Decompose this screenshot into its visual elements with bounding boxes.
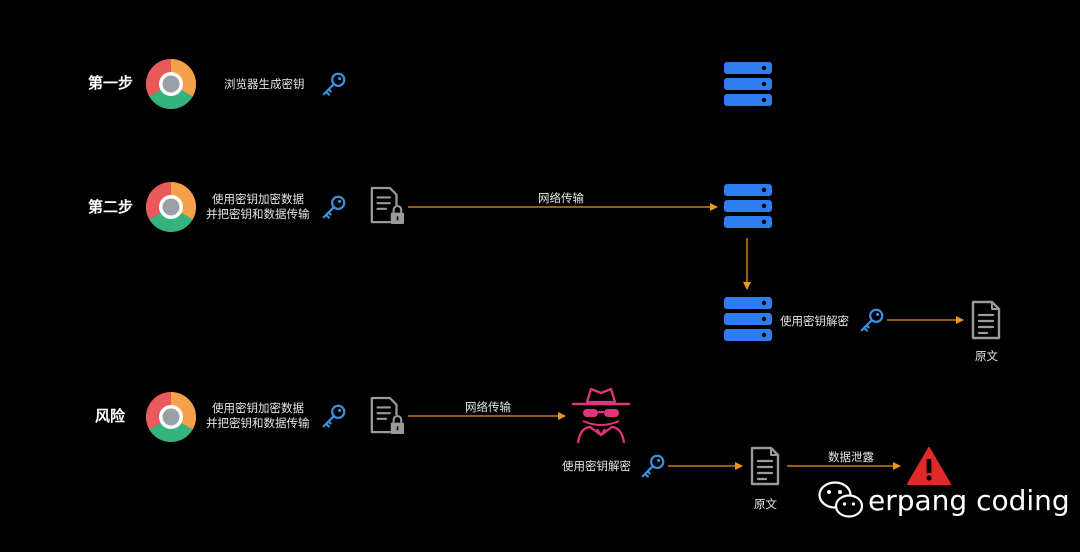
risk-action-line1: 使用密钥加密数据: [212, 401, 304, 415]
key-icon: [641, 454, 665, 478]
step2-label: 第二步: [88, 198, 133, 216]
key-icon: [322, 195, 346, 219]
leak-text: 数据泄露: [828, 450, 874, 464]
warning-icon: [907, 447, 951, 485]
step1-label: 第一步: [88, 74, 133, 92]
key-icon: [860, 308, 884, 332]
server-icon: [724, 184, 772, 228]
step1-action-text: 浏览器生成密钥: [224, 77, 305, 91]
transfer-text: 网络传输: [465, 400, 511, 414]
locked-document-icon: [370, 396, 405, 436]
decrypt-text: 使用密钥解密: [780, 314, 849, 328]
chrome-icon: [146, 182, 196, 232]
server-icon: [724, 62, 772, 106]
risk-label: 风险: [95, 407, 126, 425]
server-icon: [724, 297, 772, 341]
locked-document-icon: [370, 186, 405, 226]
chrome-icon: [146, 59, 196, 109]
document-icon: [750, 446, 780, 486]
watermark-text: erpang coding: [868, 484, 1070, 517]
step2-action-line1: 使用密钥加密数据: [212, 192, 304, 206]
transfer-text: 网络传输: [538, 191, 584, 205]
risk-action-line2: 并把密钥和数据传输: [206, 416, 310, 430]
wechat-icon: [818, 481, 864, 518]
step2-action-line2: 并把密钥和数据传输: [206, 207, 310, 221]
spy-icon: [571, 387, 631, 445]
chrome-icon: [146, 392, 196, 442]
plaintext-label: 原文: [754, 497, 777, 511]
plaintext-label: 原文: [975, 349, 998, 363]
key-icon: [322, 72, 346, 96]
key-icon: [322, 404, 346, 428]
decrypt-text: 使用密钥解密: [562, 459, 631, 473]
document-icon: [971, 300, 1001, 340]
